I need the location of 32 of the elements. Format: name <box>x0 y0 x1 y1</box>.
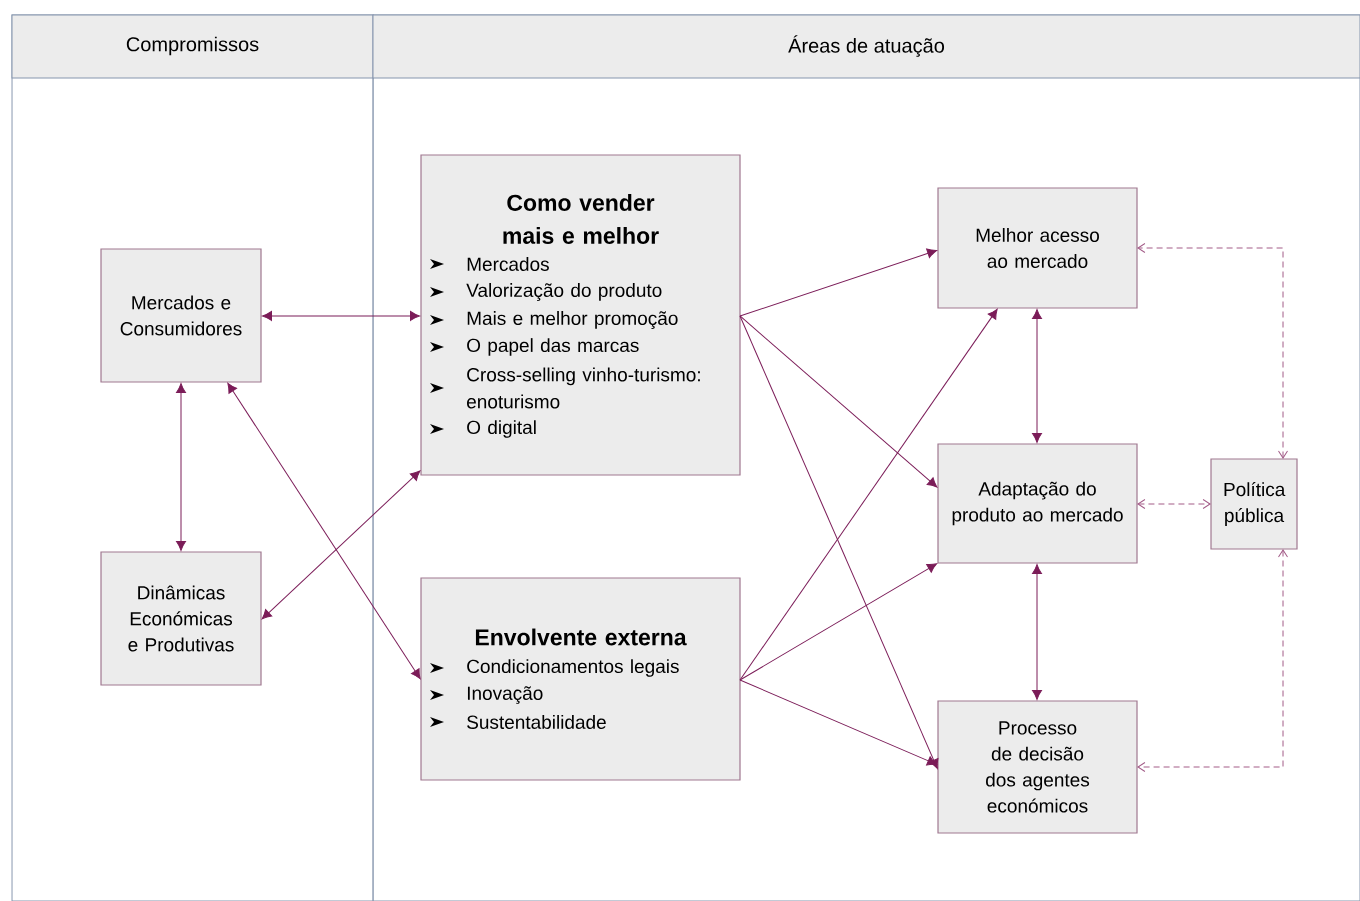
arrow <box>739 308 998 681</box>
list-item: O papel das marcas <box>467 338 639 356</box>
arrow <box>739 563 938 681</box>
list-item: Inovação <box>467 686 543 704</box>
arrow <box>739 315 938 488</box>
process-box: Adaptação do produto ao mercado <box>937 443 1138 564</box>
list-item: Mercados <box>467 257 549 271</box>
process-box: Política pública <box>1210 458 1298 550</box>
arrow <box>739 679 938 766</box>
arrow <box>176 383 186 551</box>
arrow <box>739 315 939 770</box>
arrow <box>261 470 421 620</box>
arrow <box>1137 549 1288 772</box>
arrow <box>1137 499 1211 509</box>
arrow <box>262 311 420 321</box>
process-box: Dinâmicas Económicas e Produtivas <box>100 551 262 686</box>
list-item: Mais e melhor promoção <box>467 311 678 329</box>
list-item: Sustentabilidade <box>467 715 606 729</box>
list-item: Cross-selling vinho-turismo: enoturismo <box>467 367 700 409</box>
arrow <box>1137 243 1288 459</box>
process-box: Melhor acesso ao mercado <box>937 187 1138 309</box>
list-box: Como vender mais e melhor Mercados Valorização do produto Mais e melhor promoção O papel das marcas Cross-selling vinho-turismo: enoturismo O digital <box>420 154 741 476</box>
arrow <box>1032 564 1042 700</box>
list-item: Condicionamentos legais <box>467 659 679 677</box>
list-item: Valorização do produto <box>466 283 662 301</box>
list-box: Envolvente externa Condicionamentos legais Inovação Sustentabilidade <box>420 577 741 781</box>
arrow <box>227 382 421 680</box>
process-box: Processo de decisão dos agentes económicos <box>937 700 1138 834</box>
arrow <box>739 248 937 317</box>
arrow <box>1032 309 1042 443</box>
process-box: Mercados e Consumidores <box>100 248 262 383</box>
list-item: O digital <box>467 420 536 438</box>
